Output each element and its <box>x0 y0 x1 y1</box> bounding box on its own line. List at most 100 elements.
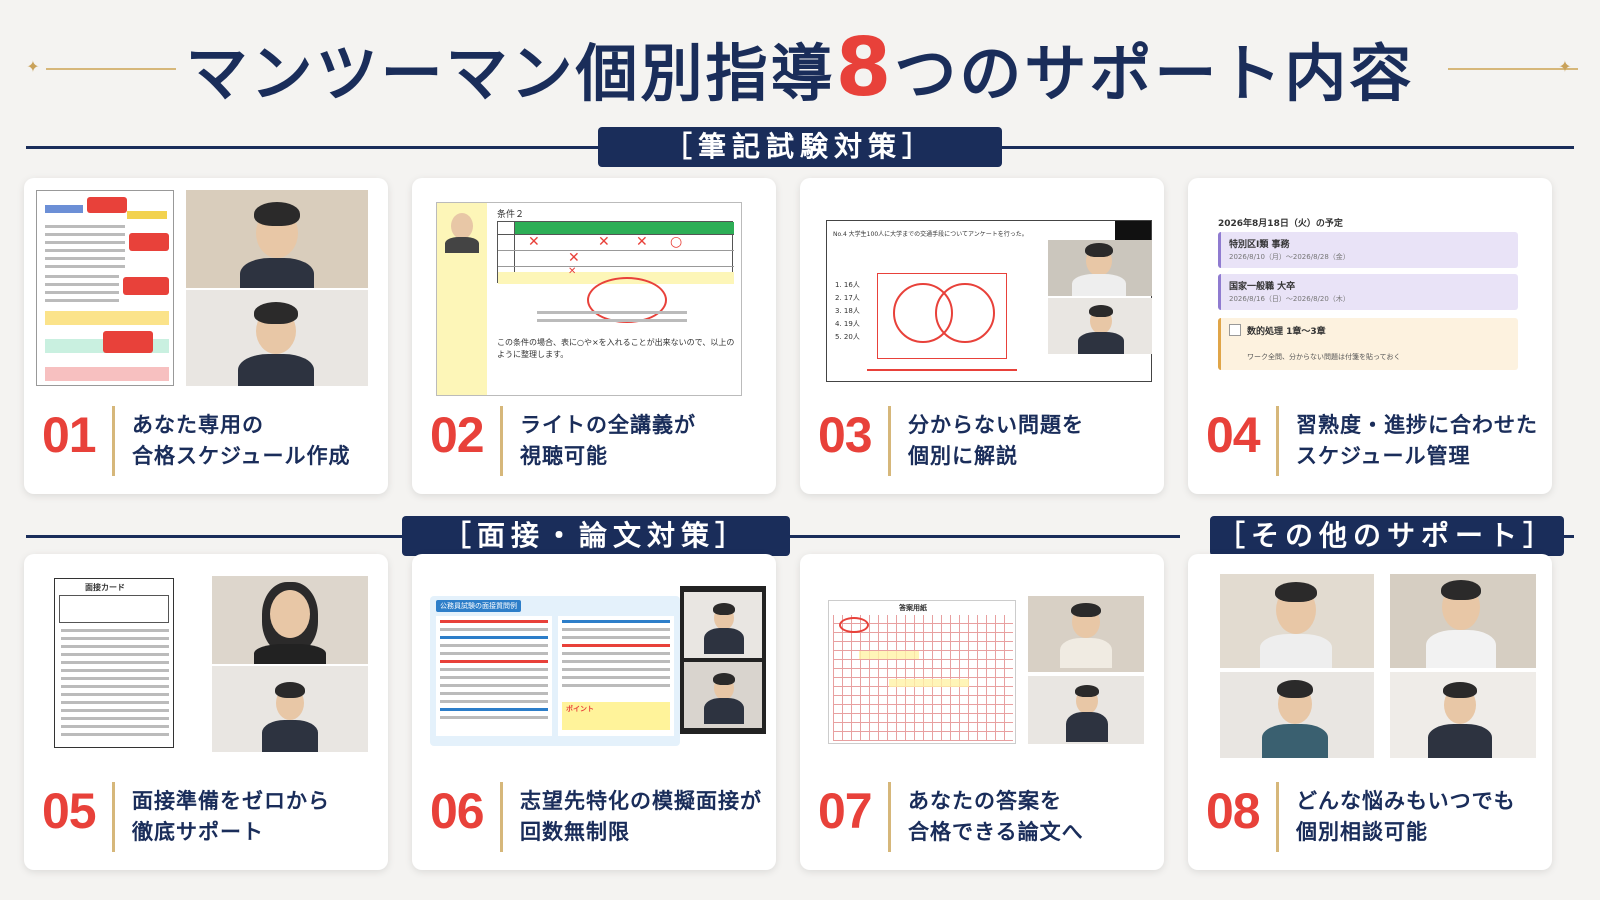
support-card-05: 面接カード 05 面接準備をゼロから 徹底サポート <box>24 554 388 870</box>
section-tab-written: ［筆記試験対策］ <box>598 127 1002 167</box>
card-caption: 分からない問題を 個別に解説 <box>908 410 1084 472</box>
card-divider <box>112 782 115 852</box>
title-number: 8 <box>835 21 895 114</box>
caption-line2: 合格スケジュール作成 <box>132 444 351 468</box>
section-tab-other: ［その他のサポート］ <box>1210 516 1564 556</box>
video-tile-1 <box>1220 574 1374 668</box>
support-card-07: 答案用紙 07 あなたの答案を 合格できる論文へ <box>800 554 1164 870</box>
interview-card-document: 面接カード <box>54 578 174 748</box>
schedule-item[interactable]: 特別区Ⅰ類 事務 2026/8/10（月）〜2026/8/28（金） <box>1218 232 1518 268</box>
caption-line2: スケジュール管理 <box>1296 444 1471 468</box>
card-number: 04 <box>1206 407 1261 463</box>
card-screenshot: No.4 大学生100人に大学までの交通手段についてアンケートを行った。 1. … <box>812 190 1152 390</box>
caption-line2: 視聴可能 <box>520 444 608 468</box>
card-screenshot: 公務員試験の面接質問例 ポイント <box>424 566 766 766</box>
card-number: 01 <box>42 407 97 463</box>
diamond-ornament-icon: ✦ <box>26 57 40 76</box>
title-pre: マンツーマン個別指導 <box>185 37 836 110</box>
video-tile-3 <box>1220 672 1374 758</box>
schedule-app: 2026年8月18日（火）の予定 特別区Ⅰ類 事務 2026/8/10（月）〜2… <box>1212 208 1530 380</box>
lecture-slide: 条件２ ✕ ✕ ✕ ✕ ✕ ○ この条件の場合、表に○や×を入れることが出来ない… <box>436 202 742 396</box>
support-card-01: 01 あなた専用の 合格スケジュール作成 <box>24 178 388 494</box>
video-tile-teacher <box>212 666 368 752</box>
caption-line1: 分からない問題を <box>908 413 1084 437</box>
caption-line1: ライトの全講義が <box>520 413 696 437</box>
card-number: 06 <box>430 783 485 839</box>
header: ✦ マンツーマン個別指導8つのサポート内容 ✦ <box>0 28 1600 118</box>
task-checkbox[interactable] <box>1229 324 1241 336</box>
card-divider <box>888 406 891 476</box>
schedule-document <box>36 190 174 386</box>
video-tile-teacher <box>1048 240 1152 296</box>
card-screenshot <box>36 190 376 390</box>
video-tile-student <box>1028 596 1144 672</box>
card-caption: 面接準備をゼロから 徹底サポート <box>132 786 330 848</box>
card-caption: 習熟度・進捗に合わせた スケジュール管理 <box>1296 410 1538 472</box>
card-number: 02 <box>430 407 485 463</box>
card-divider <box>112 406 115 476</box>
video-tile-student <box>1048 298 1152 354</box>
video-tile-4 <box>1390 672 1536 758</box>
caption-line1: あなた専用の <box>132 413 264 437</box>
doc-title: 答案用紙 <box>899 604 927 612</box>
card-divider <box>1276 782 1279 852</box>
video-tile-teacher <box>1028 676 1144 744</box>
video-tile-teacher <box>186 190 368 288</box>
support-card-03: No.4 大学生100人に大学までの交通手段についてアンケートを行った。 1. … <box>800 178 1164 494</box>
video-tile-2 <box>1390 574 1536 668</box>
card-divider <box>500 782 503 852</box>
caption-line2: 合格できる論文へ <box>908 820 1084 844</box>
support-card-06: 公務員試験の面接質問例 ポイント <box>412 554 776 870</box>
caption-line1: どんな悩みもいつでも <box>1296 789 1516 813</box>
question-slide: 公務員試験の面接質問例 ポイント <box>430 596 680 746</box>
card-screenshot: 条件２ ✕ ✕ ✕ ✕ ✕ ○ この条件の場合、表に○や×を入れることが出来ない… <box>424 190 764 396</box>
doc-title: 面接カード <box>85 583 125 592</box>
card-caption: どんな悩みもいつでも 個別相談可能 <box>1296 786 1516 848</box>
support-card-02: 条件２ ✕ ✕ ✕ ✕ ✕ ○ この条件の場合、表に○や×を入れることが出来ない… <box>412 178 776 494</box>
condition-label: 条件２ <box>497 210 525 220</box>
caption-line2: 回数無制限 <box>520 820 630 844</box>
caption-line2: 徹底サポート <box>132 820 264 844</box>
card-number: 03 <box>818 407 873 463</box>
support-card-08: 08 どんな悩みもいつでも 個別相談可能 <box>1188 554 1552 870</box>
card-caption: 志望先特化の模擬面接が 回数無制限 <box>520 786 762 848</box>
card-screenshot <box>1200 566 1540 766</box>
card-screenshot: 答案用紙 <box>812 566 1152 766</box>
support-card-04: 2026年8月18日（火）の予定 特別区Ⅰ類 事務 2026/8/10（月）〜2… <box>1188 178 1552 494</box>
schedule-date: 2026年8月18日（火）の予定 <box>1218 219 1343 229</box>
video-panel <box>680 586 766 734</box>
essay-answer-sheet: 答案用紙 <box>828 600 1016 744</box>
problem-text: No.4 大学生100人に大学までの交通手段についてアンケートを行った。 <box>833 231 1028 238</box>
card-number: 08 <box>1206 783 1261 839</box>
slide-note: この条件の場合、表に○や×を入れることが出来ないので、以上のように整理します。 <box>497 338 735 359</box>
card-caption: ライトの全講義が 視聴可能 <box>520 410 696 472</box>
caption-line1: 志望先特化の模擬面接が <box>520 789 762 813</box>
condition-table: ✕ ✕ ✕ ✕ ✕ ○ <box>497 221 734 284</box>
caption-line1: 習熟度・進捗に合わせた <box>1296 413 1538 437</box>
video-tile-student <box>186 290 368 386</box>
caption-line1: あなたの答案を <box>908 789 1062 813</box>
card-caption: あなた専用の 合格スケジュール作成 <box>132 410 351 472</box>
title-line-right <box>1448 68 1578 70</box>
card-divider <box>500 406 503 476</box>
schedule-item[interactable]: 数的処理 1章〜3章 ワーク全問、分からない問題は付箋を貼っておく <box>1218 318 1518 370</box>
card-number: 05 <box>42 783 97 839</box>
card-caption: あなたの答案を 合格できる論文へ <box>908 786 1084 848</box>
title-post: つのサポート内容 <box>894 37 1415 110</box>
slide-title: 公務員試験の面接質問例 <box>436 600 521 612</box>
diamond-ornament-icon: ✦ <box>1558 57 1572 76</box>
caption-line2: 個別に解説 <box>908 444 1018 468</box>
card-screenshot: 面接カード <box>36 566 376 766</box>
video-tile-student <box>212 576 368 664</box>
card-divider <box>888 782 891 852</box>
schedule-item[interactable]: 国家一般職 大卒 2026/8/16（日）〜2026/8/20（木） <box>1218 274 1518 310</box>
card-number: 07 <box>818 783 873 839</box>
point-label: ポイント <box>566 705 594 713</box>
caption-line1: 面接準備をゼロから <box>132 789 330 813</box>
card-screenshot: 2026年8月18日（火）の予定 特別区Ⅰ類 事務 2026/8/10（月）〜2… <box>1200 190 1540 390</box>
section-tab-interview: ［面接・論文対策］ <box>402 516 790 556</box>
caption-line2: 個別相談可能 <box>1296 820 1428 844</box>
card-divider <box>1276 406 1279 476</box>
title-line-left <box>46 68 176 70</box>
page-title: マンツーマン個別指導8つのサポート内容 <box>0 28 1600 114</box>
